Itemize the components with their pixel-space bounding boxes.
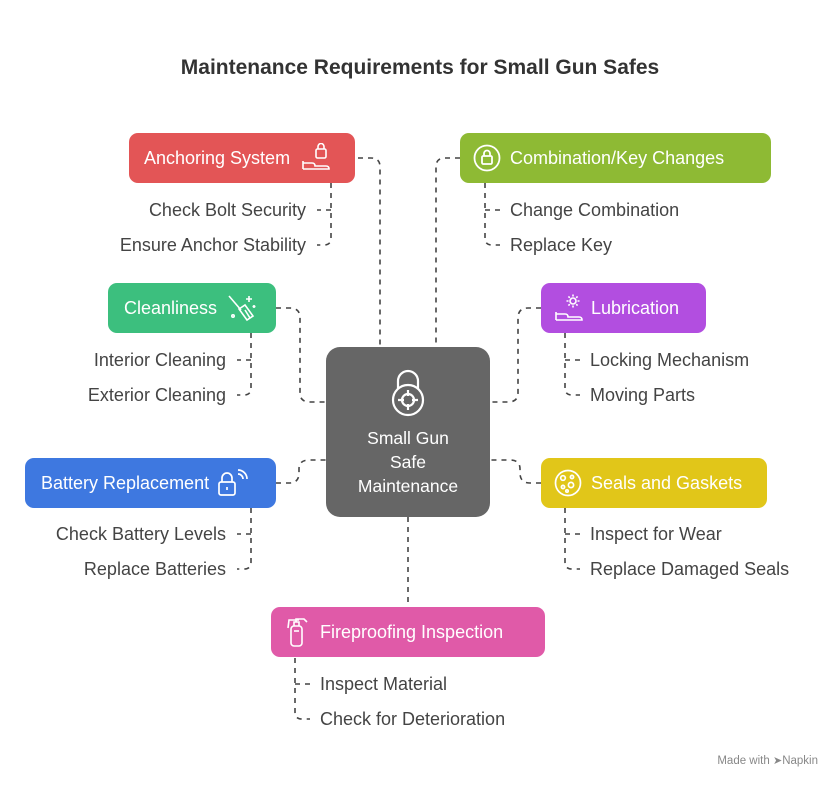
lock-circle-icon: [473, 144, 501, 172]
item-inspect-material: Inspect Material: [320, 674, 448, 694]
item-replace-damaged-seals: Replace Damaged Seals: [590, 559, 790, 579]
sub-connector-cleanliness: [237, 333, 252, 396]
center-label: Small Gun Safe Maintenance: [357, 428, 459, 496]
branch-cleanliness: Cleanliness: [108, 283, 276, 333]
made-with-napkin-footer: Made with ➤Napkin: [717, 754, 818, 767]
item-ensure-anchor-stability: Ensure Anchor Stability: [119, 235, 306, 255]
napkin-logo-icon: ➤: [772, 755, 783, 767]
branch-battery: Battery Replacement: [25, 458, 276, 508]
item-check-battery-levels: Check Battery Levels: [55, 524, 226, 544]
item-exterior-cleaning: Exterior Cleaning: [87, 385, 226, 405]
sub-connector-fireproofing: [294, 658, 310, 720]
branch-seals: Seals and Gaskets: [541, 458, 767, 508]
diagram-title: Maintenance Requirements for Small Gun S…: [180, 56, 660, 79]
sub-connector-seals: [564, 508, 580, 570]
item-moving-parts: Moving Parts: [590, 385, 696, 405]
item-interior-cleaning: Interior Cleaning: [93, 350, 226, 370]
item-replace-key: Replace Key: [510, 235, 613, 255]
item-change-combination: Change Combination: [510, 200, 680, 220]
branch-lubrication-label: Lubrication: [591, 297, 680, 318]
connector-seals: [490, 459, 541, 484]
connector-cleanliness: [276, 307, 326, 403]
branch-combination-label: Combination/Key Changes: [510, 147, 725, 168]
sub-connector-anchoring: [317, 183, 332, 246]
made-with-label: Made with: [717, 755, 770, 767]
item-replace-batteries: Replace Batteries: [83, 559, 226, 579]
hand-gear-icon: [555, 294, 583, 321]
broom-sparkle-icon: [228, 295, 256, 322]
branch-fireproofing: Fireproofing Inspection: [271, 607, 545, 657]
sub-connector-lubrication: [564, 333, 580, 396]
sub-connector-battery: [237, 508, 252, 570]
lock-wireless-icon: [218, 469, 248, 496]
fire-extinguisher-icon: [287, 618, 308, 647]
sub-connector-combination: [484, 183, 500, 246]
seal-dots-icon: [554, 469, 582, 497]
item-locking-mechanism: Locking Mechanism: [590, 350, 750, 370]
branch-anchoring: Anchoring System: [129, 133, 355, 183]
branch-cleanliness-label: Cleanliness: [124, 297, 218, 318]
item-inspect-for-wear: Inspect for Wear: [590, 524, 722, 544]
branch-battery-label: Battery Replacement: [41, 472, 210, 493]
center-node: Small Gun Safe Maintenance: [326, 347, 490, 517]
hand-lock-icon: [302, 143, 330, 170]
padlock-target-icon: [391, 369, 425, 417]
branch-fireproofing-label: Fireproofing Inspection: [320, 621, 504, 642]
branch-lubrication: Lubrication: [541, 283, 706, 333]
branch-combination: Combination/Key Changes: [460, 133, 771, 183]
item-check-bolt-security: Check Bolt Security: [148, 200, 306, 220]
branch-seals-label: Seals and Gaskets: [591, 472, 743, 493]
item-check-for-deterioration: Check for Deterioration: [320, 709, 506, 729]
napkin-brand-label: Napkin: [782, 755, 818, 767]
connector-battery: [276, 459, 326, 484]
connector-combination: [435, 157, 460, 347]
connector-lubrication: [490, 307, 541, 403]
branch-anchoring-label: Anchoring System: [144, 147, 291, 168]
connector-anchoring: [358, 157, 381, 347]
